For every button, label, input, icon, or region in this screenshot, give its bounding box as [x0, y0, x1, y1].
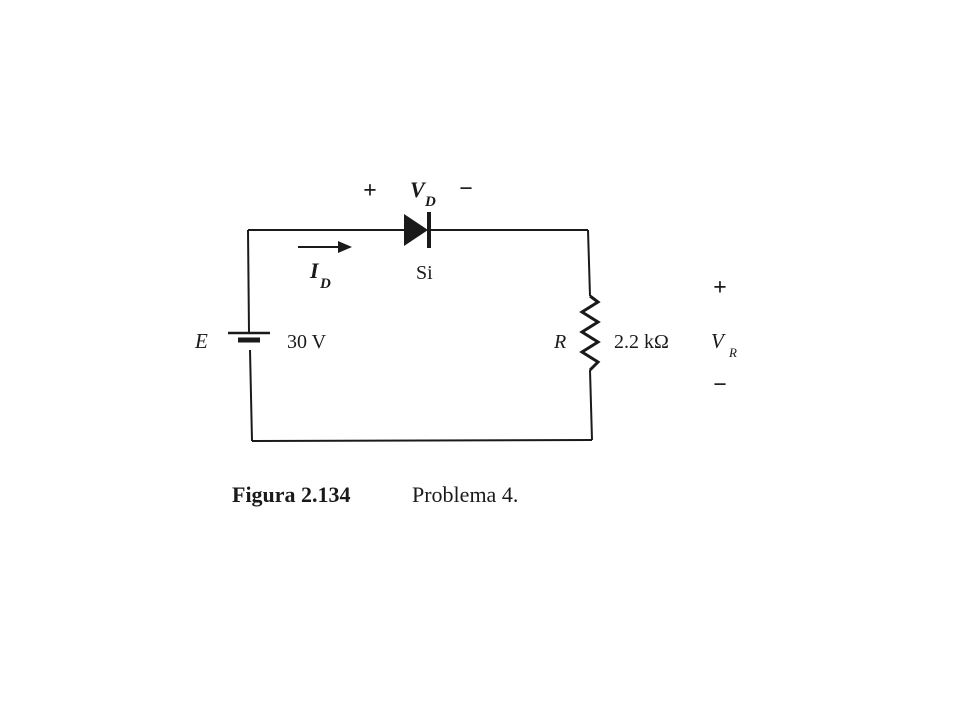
diode-plus-sign: +	[363, 178, 377, 204]
diode-symbol	[404, 212, 431, 248]
diode-voltage-symbol: V	[410, 177, 427, 202]
source-name-label: E	[194, 329, 208, 353]
diode-minus-sign: −	[459, 176, 473, 202]
caption-text: Problema 4.	[412, 482, 518, 507]
resistor-voltage-symbol: V	[711, 329, 726, 353]
current-subscript: D	[319, 276, 331, 292]
source-value-label: 30 V	[287, 331, 327, 353]
battery-symbol	[228, 331, 270, 343]
resistor-symbol	[579, 294, 601, 372]
resistor-voltage-subscript: R	[728, 345, 737, 360]
current-symbol: I	[309, 258, 320, 283]
diode-voltage-subscript: D	[424, 194, 436, 210]
resistor-value-label: 2.2 kΩ	[614, 331, 669, 353]
diode-material-label: Si	[416, 262, 433, 284]
resistor-minus-sign: −	[713, 372, 727, 398]
circuit-wires	[247, 229, 593, 442]
caption-label: Figura 2.134	[232, 482, 351, 507]
resistor-name-label: R	[553, 331, 566, 353]
resistor-plus-sign: +	[713, 275, 727, 301]
current-arrow	[298, 241, 352, 253]
